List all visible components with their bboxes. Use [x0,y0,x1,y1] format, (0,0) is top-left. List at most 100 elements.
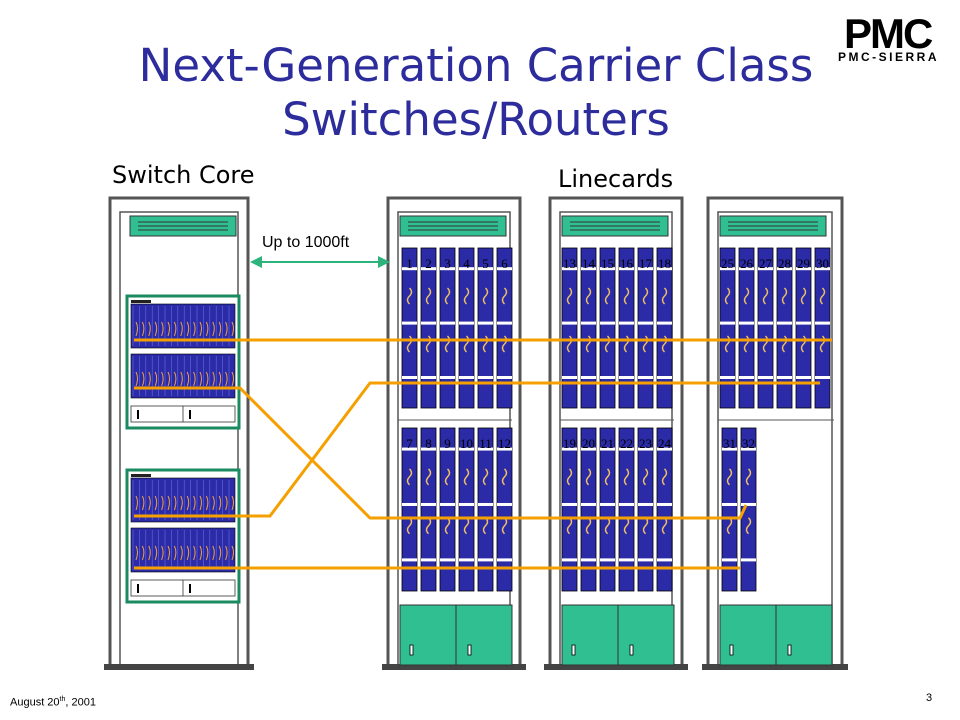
card-stripe [478,376,493,379]
linecard-body [477,427,494,592]
card-stripe [478,321,493,325]
core-card-fiber [161,321,164,337]
core-card-row [130,353,236,399]
card-connector [623,335,630,353]
linecard-body [599,247,616,409]
card-stripe [497,502,512,506]
linecard-body [439,427,456,592]
linecard-number: 23 [639,436,652,451]
fiber-links [134,338,832,570]
core-card-fiber [167,321,170,337]
card-connector [585,335,592,353]
linecard-body [656,427,673,592]
core-card-fiber [148,371,151,387]
linecard-number: 20 [582,436,595,451]
core-card-fiber [135,321,138,337]
card-stripe [562,376,577,379]
card-stripe [657,321,672,325]
linecard-body [439,247,456,409]
card-stripe [600,376,615,379]
linecard-body [719,247,736,409]
core-card-fiber [231,321,234,337]
linecard-body [561,247,578,409]
card-connector [642,517,649,535]
card-connector [724,335,731,353]
card-connector [406,517,413,535]
card-stripe [421,558,436,562]
card-stripe [402,267,417,271]
linecard-number: 10 [460,436,473,451]
card-stripe [581,447,596,451]
card-stripe [440,321,455,325]
linecard-number: 31 [723,436,736,451]
card-stripe [459,502,474,506]
card-stripe [638,558,653,562]
card-connector [781,287,788,305]
card-stripe [657,267,672,271]
card-stripe [657,376,672,379]
card-stripe [440,267,455,271]
linecard-body [477,247,494,409]
card-connector [604,335,611,353]
card-connector [642,335,649,353]
core-card-fiber [231,495,234,511]
core-card-fiber [180,371,183,387]
card-connector [726,468,733,486]
core-card-fiber [173,371,177,387]
core-card-fiber [231,545,234,561]
core-card-fiber [180,321,183,337]
card-stripe [600,558,615,562]
core-card-fiber [225,495,228,511]
card-connector [444,287,451,305]
linecard-number: 8 [425,436,432,451]
card-stripe [600,321,615,325]
switch-core-label: Switch Core [112,161,255,189]
power-switch [729,644,734,656]
linecard-number: 18 [658,256,671,271]
card-connector [444,517,451,535]
switch-core-rack [104,196,254,670]
rack-base [544,664,688,670]
core-card-fiber [167,545,170,561]
card-stripe [638,447,653,451]
core-card-fiber [193,321,196,337]
core-card-fiber [154,371,158,387]
linecard-body [496,247,513,409]
core-card-fiber [167,371,170,387]
card-stripe [562,267,577,271]
core-card-row [130,527,236,573]
card-stripe [478,267,493,271]
card-connector [566,517,573,535]
linecard: 29 [795,247,812,409]
core-card-fiber [154,321,158,337]
core-card-fiber [225,545,228,561]
card-connector [661,335,668,353]
linecard-number: 5 [482,256,489,271]
core-card-fiber [193,545,196,561]
card-stripe [581,502,596,506]
card-stripe [402,321,417,325]
card-connector [623,468,630,486]
linecard-number: 12 [498,436,511,451]
linecard: 26 [738,247,755,409]
linecard: 3 [439,247,456,409]
linecard: 15 [599,247,616,409]
card-connector [444,335,451,353]
card-stripe [421,502,436,506]
card-stripe [739,321,754,325]
core-card-fiber [173,545,177,561]
card-stripe [402,447,417,451]
power-switch [467,644,472,656]
linecard: 28 [776,247,793,409]
linecard-body [599,427,616,592]
core-card-fiber [180,495,183,511]
linecard-number: 9 [444,436,451,451]
card-stripe [758,321,773,325]
core-card-fiber [225,321,228,337]
linecard-body [795,247,812,409]
linecard-number: 17 [639,256,653,271]
card-stripe [638,267,653,271]
linecard-number: 16 [620,256,634,271]
